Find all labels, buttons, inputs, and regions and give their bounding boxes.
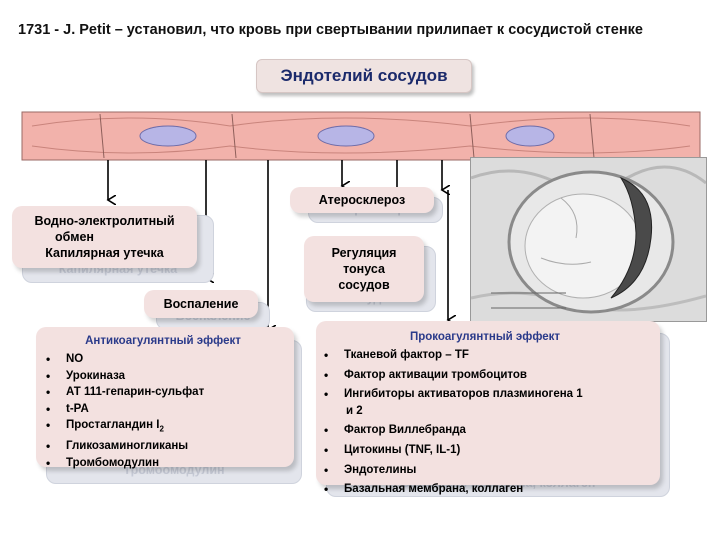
- water-box-line3: Капилярная утечка: [45, 246, 164, 260]
- list-item: Гликозаминогликаны: [42, 438, 284, 455]
- endothelium-strip: [21, 111, 701, 161]
- list-item: Тромбомодулин: [42, 455, 284, 472]
- anticoag-list: NO Урокиназа АТ 111-гепарин-сульфат t-PA…: [42, 351, 284, 471]
- list-item: Фактор активации тромбоцитов: [320, 367, 650, 384]
- list-item: Урокиназа: [42, 368, 284, 385]
- endothelium-header-label: Эндотелий сосудов: [280, 66, 448, 85]
- tone-box-line3: сосудов: [338, 278, 390, 292]
- procoagulant-panel: Прокоагулянтный эффект Тканевой фактор –…: [316, 321, 660, 497]
- inhibitors-label: Ингибиторы активаторов плазминогена 1: [344, 388, 583, 401]
- list-item: Тканевой фактор – TF: [320, 347, 650, 364]
- vascular-tone-box: Регуляция тонуса сосудов: [304, 236, 424, 302]
- slide-title: 1731 - J. Petit – установил, что кровь п…: [18, 22, 643, 38]
- endothelium-header: Эндотелий сосудов: [256, 59, 472, 93]
- inflammation-label: Воспаление: [163, 297, 239, 311]
- list-item: АТ 111-гепарин-сульфат: [42, 384, 284, 401]
- inhibitors-continuation: и 2: [346, 404, 363, 417]
- list-item: Простагландин I2: [42, 417, 284, 438]
- cell-nucleus: [317, 125, 375, 147]
- anticoagulant-panel: Антикоагулянтный эффект NO Урокиназа АТ …: [36, 327, 294, 471]
- list-item: Фактор Виллебранда: [320, 422, 650, 439]
- procoag-list: Тканевой фактор – TF Фактор активации тр…: [320, 347, 650, 498]
- cell-nucleus: [139, 125, 197, 147]
- tone-box-line2: тонуса: [343, 262, 385, 276]
- water-box-line2: обмен: [55, 230, 94, 244]
- atherosclerosis-box: Атеросклероз: [290, 187, 434, 213]
- micrograph-image: [470, 157, 707, 322]
- water-box-line1: Водно-электролитный: [34, 214, 175, 228]
- vessel-micrograph: [470, 158, 707, 321]
- water-electrolyte-box: Водно-электролитный обмен Капилярная уте…: [12, 206, 197, 268]
- list-item: NO: [42, 351, 284, 368]
- list-item: Эндотелины: [320, 462, 650, 479]
- cell-nucleus: [505, 125, 555, 147]
- atherosclerosis-label: Атеросклероз: [318, 193, 406, 207]
- list-item: Ингибиторы активаторов плазминогена 1 и 2: [320, 386, 650, 419]
- tone-box-line1: Регуляция: [331, 246, 397, 260]
- list-item: Базальная мембрана, коллаген: [320, 481, 650, 498]
- prostaglandin-subscript: 2: [159, 424, 164, 434]
- list-item: t-PA: [42, 401, 284, 418]
- prostaglandin-label: Простагландин I: [66, 419, 160, 432]
- list-item: Цитокины (TNF, IL-1): [320, 442, 650, 459]
- procoag-title: Прокоагулянтный эффект: [409, 331, 561, 343]
- inflammation-box: Воспаление: [144, 290, 258, 318]
- anticoag-title: Антикоагулянтный эффект: [85, 335, 241, 347]
